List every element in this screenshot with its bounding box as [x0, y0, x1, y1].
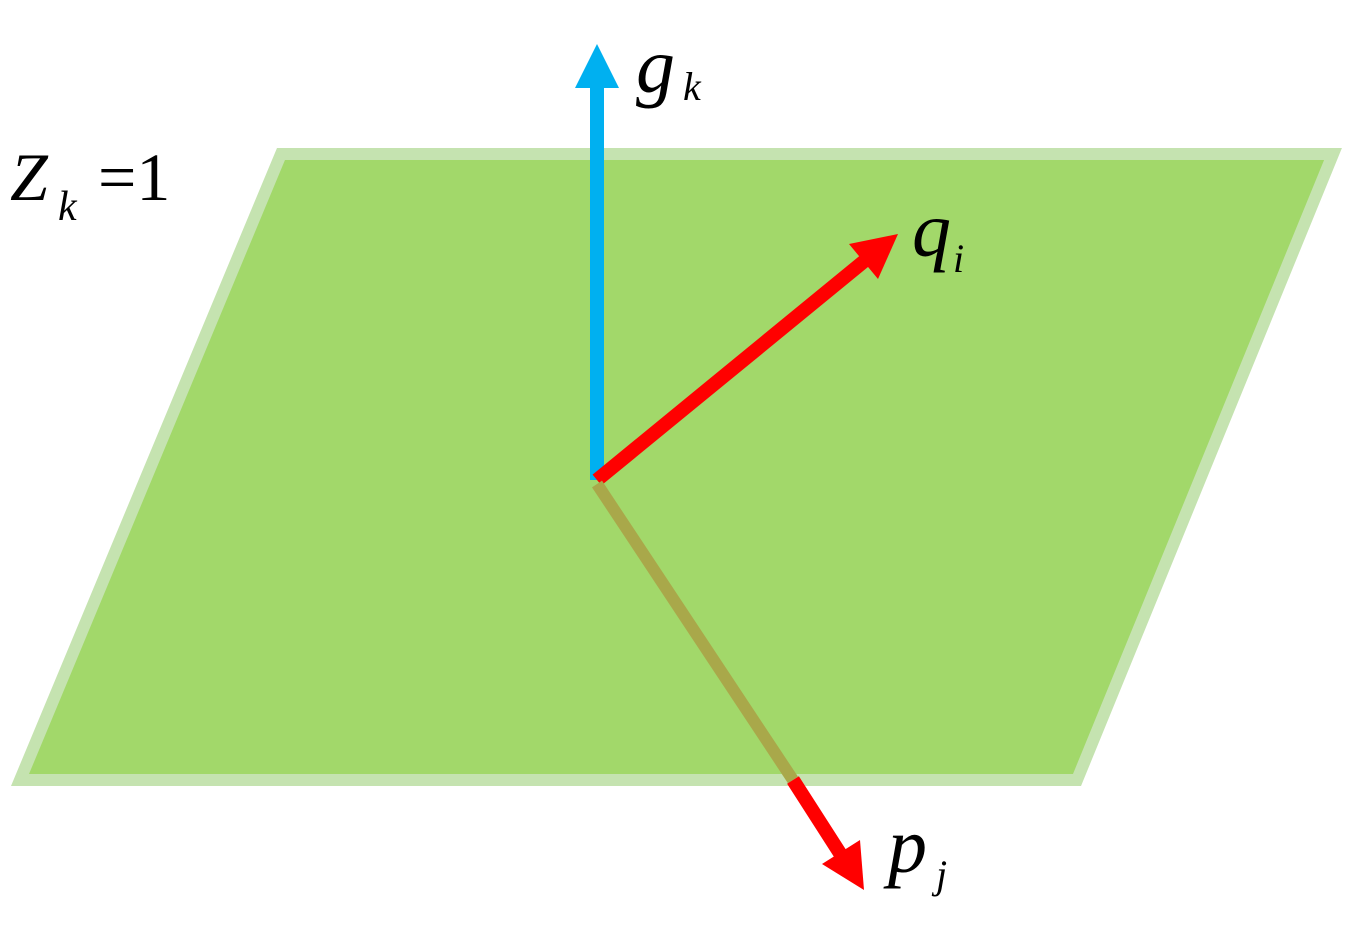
label-zk-symbol: Z [10, 139, 49, 215]
label-qi-subscript: i [953, 236, 964, 281]
q-vector-shaft [592, 252, 873, 486]
label-zk-equals: =1 [98, 139, 170, 215]
label-gk: g k [636, 22, 702, 109]
label-pj: p j [883, 802, 947, 897]
label-pj-subscript: j [931, 852, 947, 897]
g-vector-arrowhead [575, 44, 619, 88]
label-gk-subscript: k [683, 64, 702, 109]
q-vector-arrowhead [849, 234, 898, 279]
label-qi: q i [912, 186, 964, 281]
label-qi-symbol: q [912, 186, 951, 273]
p-vector-shaft-under-plane [591, 480, 799, 784]
p-vector-arrowhead [822, 840, 864, 890]
p-vector-shaft [787, 776, 849, 862]
label-zk: Z k =1 [10, 139, 170, 230]
plane-zk [10, 148, 1342, 786]
label-zk-subscript: k [58, 184, 78, 230]
label-pj-symbol: p [883, 802, 927, 889]
label-gk-symbol: g [636, 22, 675, 109]
